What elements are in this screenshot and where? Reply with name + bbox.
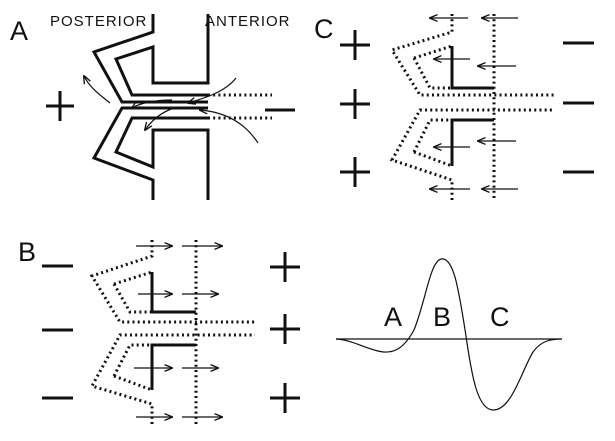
posterior-label: POSTERIOR — [50, 13, 147, 30]
panel-b-label: B — [18, 237, 36, 267]
waveform: A B C — [335, 258, 563, 411]
waveform-label-c: C — [490, 302, 510, 332]
waveform-trace — [335, 258, 563, 411]
waveform-label-b: B — [433, 302, 451, 332]
panel-c-label: C — [314, 14, 334, 44]
membrane-c-dotted — [389, 14, 555, 200]
membrane-b-solid — [150, 272, 196, 390]
panel-a: A POSTERIOR ANTERIOR — [10, 13, 295, 200]
membrane-a-arrows — [84, 76, 259, 144]
plus-signs — [340, 30, 370, 187]
membrane-a-solid — [91, 14, 210, 200]
minus-signs — [563, 41, 594, 174]
panel-c: C — [314, 14, 594, 200]
waveform-label-a: A — [384, 302, 402, 332]
minus-signs — [42, 264, 73, 400]
plus-sign — [46, 91, 74, 121]
membrane-a-dotted — [208, 93, 272, 120]
plus-signs — [270, 252, 300, 413]
anterior-label: ANTERIOR — [205, 13, 291, 30]
membrane-b-dotted — [89, 240, 255, 424]
panel-b: B — [18, 237, 300, 424]
membrane-c-arrows — [430, 18, 518, 189]
panel-a-label: A — [10, 16, 28, 46]
membrane-b-arrows — [134, 246, 222, 417]
membrane-c-solid — [450, 46, 494, 166]
